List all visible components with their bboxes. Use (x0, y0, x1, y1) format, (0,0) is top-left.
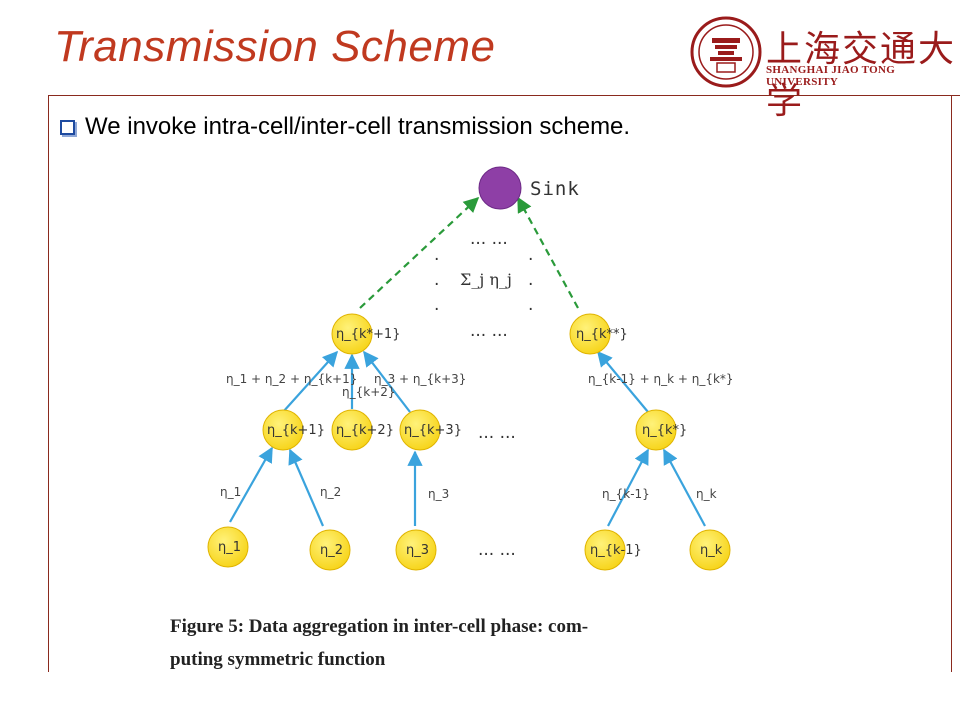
node-mid-kstar (635, 409, 677, 451)
edge-label-etak: η_k (696, 487, 717, 501)
node-mid-k1-label: η_{k+1} (267, 423, 325, 438)
frame-right-rule (951, 95, 952, 672)
edge-label-eta2: η_2 (320, 485, 341, 499)
dot-r1: . (528, 245, 533, 265)
node-bot-k (689, 529, 731, 571)
node-mid-k2 (331, 409, 373, 451)
edge-midkstar-top (597, 350, 649, 413)
node-mid-kstar-label: η_{k*} (642, 423, 687, 438)
node-mid-k3-label: η_{k+3} (404, 423, 462, 438)
edge-midk3-top (363, 350, 411, 413)
caption-line-1: Figure 5: Data aggregation in inter-cell… (170, 616, 589, 637)
node-bot-k-label: η_k (700, 543, 723, 558)
dot-l1: . (434, 245, 439, 265)
square-bullet-icon (60, 119, 75, 135)
slide-title: Transmission Scheme (54, 22, 496, 71)
dot-r3: . (528, 295, 533, 315)
node-bot-2-label: η_2 (320, 543, 343, 558)
bullet-item: We invoke intra-cell/inter-cell transmis… (60, 113, 630, 141)
node-bot-1-label: η_1 (218, 540, 241, 555)
node-top-left-label: η_{k*+1} (336, 327, 400, 342)
node-mid-k2-label: η_{k+2} (336, 423, 394, 438)
ellipsis-bottom-layer: ... ... (478, 540, 516, 560)
node-top-right-label: η_{k**} (576, 327, 628, 342)
agg-left-label: η_1 + η_2 + η_{k+1} (226, 372, 357, 386)
node-mid-k3 (399, 409, 441, 451)
sink-node (478, 166, 522, 210)
agg-mid-label: η_{k+2} (342, 385, 396, 399)
node-bot-1 (207, 526, 249, 568)
node-top-left (331, 313, 373, 355)
university-name-zh: 上海交通大学 (766, 29, 957, 122)
edge-botk1-midk (607, 448, 649, 527)
node-bot-3 (395, 529, 437, 571)
ellipsis-top-layer: ... ... (470, 321, 508, 341)
edge-bot1-mid (229, 446, 273, 523)
dot-r2: . (528, 270, 533, 290)
figure-caption: Figure 5: Data aggregation in inter-cell… (170, 610, 588, 676)
sink-label: Sink (530, 178, 580, 200)
ellipsis-mid-layer: ... ... (478, 423, 516, 443)
edge-label-eta3: η_3 (428, 487, 449, 501)
edge-topright-sink (517, 196, 579, 309)
frame-left-rule (48, 95, 49, 672)
node-bot-k1-label: η_{k-1} (590, 543, 642, 558)
edge-label-etak1: η_{k-1} (602, 487, 650, 501)
node-top-right (569, 313, 611, 355)
university-name-en: SHANGHAI JIAO TONG UNIVERSITY (766, 64, 896, 88)
edge-midk1-top (282, 350, 339, 413)
agg-far-label: η_{k-1} + η_k + η_{k*} (588, 372, 734, 386)
sum-eta-label: Σ_j η_j (460, 270, 512, 289)
dot-l3: . (434, 295, 439, 315)
dot-l2: . (434, 270, 439, 290)
agg-right-label: η_3 + η_{k+3} (374, 372, 466, 386)
edge-topleft-sink (359, 196, 480, 309)
bullet-text: We invoke intra-cell/inter-cell transmis… (85, 113, 631, 140)
ellipsis-top: ... ... (470, 229, 508, 249)
node-bot-2 (309, 529, 351, 571)
frame-top-rule (48, 95, 960, 96)
edge-bot2-mid (288, 448, 325, 527)
node-mid-k1 (262, 409, 304, 451)
node-bot-3-label: η_3 (406, 543, 429, 558)
university-seal-icon (690, 16, 762, 88)
edge-label-eta1: η_1 (220, 485, 241, 499)
caption-line-2: puting symmetric function (170, 649, 386, 670)
node-bot-k1 (584, 529, 626, 571)
edge-botk-midk (663, 448, 706, 527)
